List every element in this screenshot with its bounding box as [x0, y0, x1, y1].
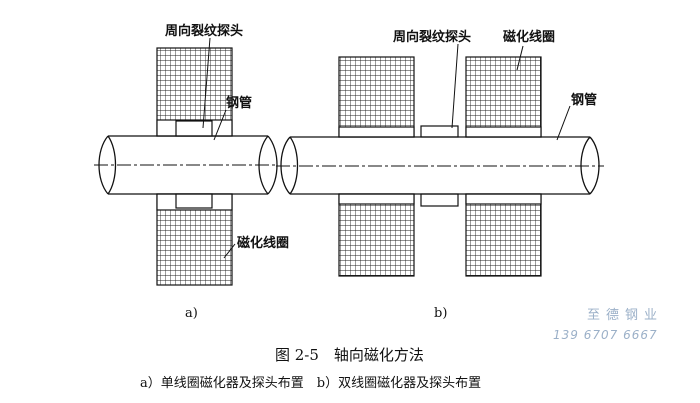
label-b-coil: 磁化线圈 [503, 29, 555, 45]
probe-b-bottom [420, 193, 459, 207]
coil-b-left-bottom [338, 193, 415, 277]
coil-b-left-top [338, 56, 415, 138]
watermark-phone: 139 6707 6667 [553, 328, 658, 342]
probe-a-top [175, 120, 213, 137]
figure-title: 图 2-5 轴向磁化方法 [275, 346, 424, 364]
figure-caption: a）单线圈磁化器及探头布置 b）双线圈磁化器及探头布置 [140, 376, 481, 391]
probe-a-bottom [175, 193, 213, 209]
label-b-probe: 周向裂纹探头 [393, 29, 471, 45]
watermark-name: 至德钢业 [587, 308, 663, 323]
sublabel-b: b) [434, 306, 447, 321]
label-a-coil: 磁化线圈 [237, 235, 289, 251]
sublabel-a: a) [185, 306, 198, 321]
label-a-pipe: 钢管 [226, 95, 252, 111]
label-b-pipe: 钢管 [571, 92, 597, 108]
label-a-probe: 周向裂纹探头 [165, 23, 243, 39]
pipe-a [98, 135, 278, 195]
coil-b-right-bottom [465, 193, 542, 277]
panel-b: 周向裂纹探头 磁化线圈 钢管 b) [276, 29, 604, 321]
pipe-b [280, 136, 600, 195]
panel-a: 周向裂纹探头 钢管 磁化线圈 a) [94, 23, 289, 321]
coil-b-right-top [465, 56, 542, 138]
